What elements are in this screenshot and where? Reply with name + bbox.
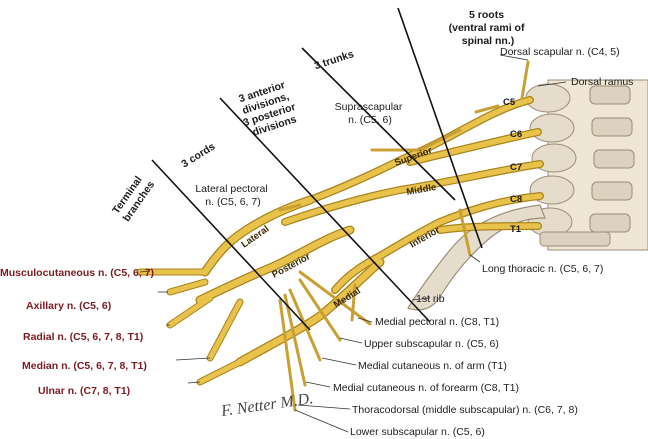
radial-label: Radial n. (C5, 6, 7, 8, T1) [23,331,143,343]
leader-lines [139,54,567,433]
zone-cords-label: 3 cords [179,140,217,170]
axillary-label: Axillary n. (C5, 6) [26,300,111,312]
artist-signature: F. Netter M.D. [219,390,314,420]
thoracodorsal-label: Thoracodorsal (middle subscapular) n. (C… [352,404,578,416]
long-thoracic-label: Long thoracic n. (C5, 6, 7) [482,263,603,275]
first-rib-label: 1st rib [416,293,445,305]
root-c6: C6 [510,129,522,140]
zone-terminal-label: Terminal branches [110,171,157,224]
lower-subscapular-label: Lower subscapular n. (C5, 6) [350,426,485,438]
medial-cutaneous-arm-label: Medial cutaneous n. of arm (T1) [358,360,507,372]
nerve-bundle [136,60,544,412]
vertebral-column [525,79,648,251]
medial-cutaneous-forearm-label: Medial cutaneous n. of forearm (C8, T1) [333,382,519,394]
zone-dividers [151,7,483,331]
root-c5: C5 [503,97,516,108]
suprascapular-label: Suprascapular n. (C5, 6) [335,101,406,126]
ulnar-label: Ulnar n. (C7, 8, T1) [38,385,130,397]
median-label: Median n. (C5, 6, 7, 8, T1) [22,360,147,372]
trunk-middle-label: Middle [406,182,438,198]
root-t1: T1 [510,224,522,235]
musculocutaneous-label: Musculocutaneous n. (C5, 6, 7) [0,267,154,279]
root-c8: C8 [510,194,522,205]
lateral-pectoral-label: Lateral pectoral n. (C5, 6, 7) [195,183,270,208]
zone-divisions-label: 3 anterior divisions, 3 posterior divisi… [234,77,303,140]
root-c7: C7 [510,162,522,173]
zone-roots-label: 5 roots (ventral rami of spinal nn.) [449,9,528,47]
upper-subscapular-label: Upper subscapular n. (C5, 6) [364,338,499,350]
dorsal-ramus-label: Dorsal ramus [571,76,633,88]
zone-trunks-label: 3 trunks [313,48,356,72]
medial-pectoral-label: Medial pectoral n. (C8, T1) [375,316,499,328]
dorsal-scapular-label: Dorsal scapular n. (C4, 5) [500,46,620,58]
